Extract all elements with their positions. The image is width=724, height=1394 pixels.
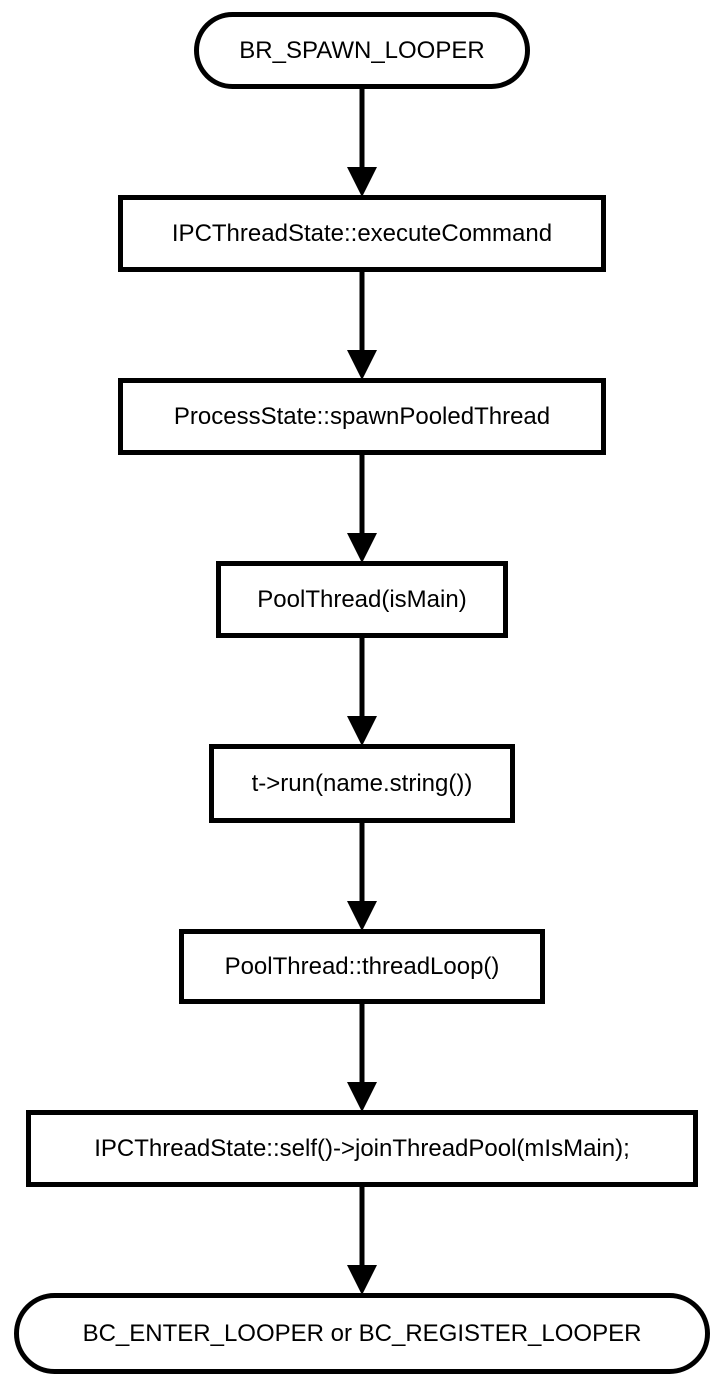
start-node-br-spawn-looper: BR_SPAWN_LOOPER xyxy=(194,12,530,89)
process-node-run: t->run(name.string()) xyxy=(209,744,515,823)
process-node-pool-thread: PoolThread(isMain) xyxy=(216,561,508,638)
node-label: PoolThread::threadLoop() xyxy=(224,952,500,980)
node-label: ProcessState::spawnPooledThread xyxy=(173,402,551,430)
node-label: IPCThreadState::self()->joinThreadPool(m… xyxy=(94,1134,630,1162)
node-label: BC_ENTER_LOOPER or BC_REGISTER_LOOPER xyxy=(82,1319,642,1347)
node-label: PoolThread(isMain) xyxy=(257,585,467,613)
node-label: t->run(name.string()) xyxy=(251,769,473,797)
process-node-join-thread-pool: IPCThreadState::self()->joinThreadPool(m… xyxy=(26,1110,698,1187)
process-node-spawn-pooled-thread: ProcessState::spawnPooledThread xyxy=(118,378,606,455)
end-node-enter-or-register-looper: BC_ENTER_LOOPER or BC_REGISTER_LOOPER xyxy=(14,1293,710,1374)
process-node-thread-loop: PoolThread::threadLoop() xyxy=(179,929,545,1004)
node-label: IPCThreadState::executeCommand xyxy=(171,219,553,247)
node-label: BR_SPAWN_LOOPER xyxy=(239,36,485,64)
process-node-execute-command: IPCThreadState::executeCommand xyxy=(118,195,606,272)
